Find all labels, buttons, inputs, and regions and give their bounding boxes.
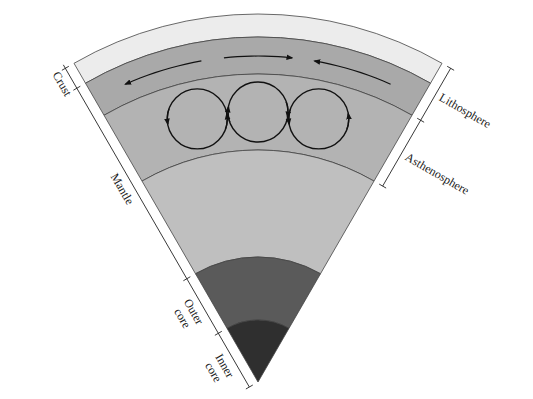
bracket-tick	[246, 385, 253, 389]
bracket-tick	[215, 331, 222, 335]
plate-motion-arrow	[125, 61, 201, 84]
layer-label: Mantle	[108, 171, 136, 207]
convection-cell	[289, 89, 349, 149]
bracket-tick	[73, 86, 80, 90]
bracket-tick	[447, 66, 454, 70]
layer-label: Asthenosphere	[403, 150, 471, 197]
plate-motion-arrow	[224, 56, 292, 58]
layer-label: Crust	[50, 70, 74, 99]
bracket-tick	[183, 277, 190, 281]
wedge-layers	[74, 14, 442, 382]
convection-arrow	[289, 109, 291, 124]
mantle-band	[142, 150, 374, 274]
left-bracket	[62, 65, 253, 389]
bracket-tick	[379, 184, 386, 188]
convection-cell	[228, 82, 288, 142]
layer-label: Outer core	[168, 294, 207, 336]
bracket-tick	[62, 66, 69, 70]
convection-arrow	[228, 107, 230, 122]
convection-arrow	[225, 114, 227, 129]
bracket-tick	[417, 118, 424, 122]
layer-label: Inner core	[199, 348, 238, 390]
convection-cell	[167, 89, 227, 149]
bracket-line	[63, 65, 249, 387]
inner-core-band	[227, 320, 289, 382]
layer-label: Lithosphere	[437, 91, 493, 131]
plate-motion-arrow	[315, 61, 391, 84]
convection-arrow	[286, 102, 288, 117]
convection-arrow	[347, 114, 349, 129]
outer-core-band	[196, 257, 321, 328]
convection-arrow	[167, 109, 169, 124]
